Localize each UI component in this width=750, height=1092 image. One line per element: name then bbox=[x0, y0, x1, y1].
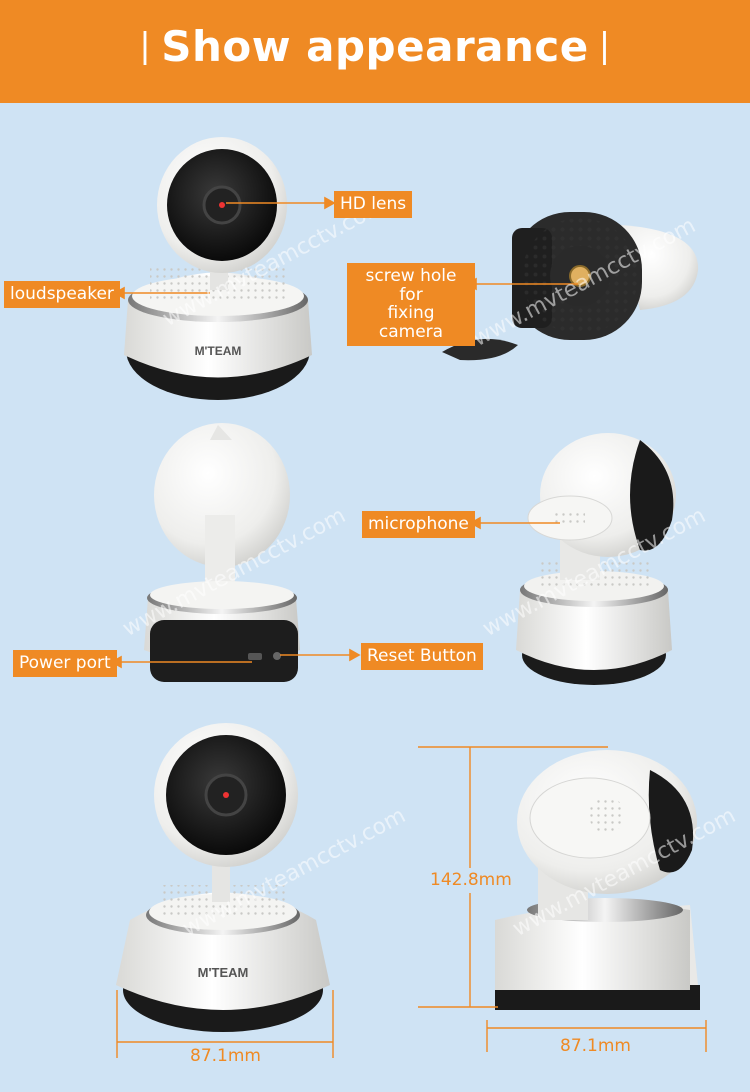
reset-button-label: Reset Button bbox=[361, 643, 483, 670]
screw-hole-label-line2: fixing camera bbox=[378, 303, 444, 343]
brand-logo: M'TEAM bbox=[195, 344, 242, 358]
height-dimension-text: 142.8mm bbox=[430, 870, 512, 890]
camera-side-view-dimension bbox=[495, 750, 700, 1010]
hd-lens-label: HD lens bbox=[334, 191, 413, 218]
page-title-text: Show appearance bbox=[161, 22, 589, 71]
screw-hole-label-line1: screw hole for bbox=[365, 266, 457, 305]
page-title: |Show appearance| bbox=[0, 22, 750, 71]
camera-back-view bbox=[144, 423, 300, 682]
camera-side-view bbox=[516, 433, 676, 685]
camera-front-view-dimension: M'TEAM bbox=[116, 723, 330, 1032]
screw-hole-label: screw hole for fixing camera bbox=[347, 263, 475, 346]
microphone-label: microphone bbox=[362, 511, 475, 538]
width-side-dimension-text: 87.1mm bbox=[560, 1036, 631, 1056]
camera-front-view: M'TEAM bbox=[124, 137, 312, 400]
power-port-label: Power port bbox=[13, 650, 117, 677]
reset-button-hole bbox=[273, 652, 281, 660]
power-port-connector bbox=[248, 653, 262, 660]
header-banner: |Show appearance| bbox=[0, 0, 750, 103]
title-left-bar: | bbox=[139, 26, 152, 66]
title-right-bar: | bbox=[598, 26, 611, 66]
width-front-dimension-text: 87.1mm bbox=[190, 1046, 261, 1066]
brand-logo-2: M'TEAM bbox=[198, 965, 249, 980]
dimension-lines bbox=[116, 746, 707, 1058]
loudspeaker-label: loudspeaker bbox=[4, 281, 120, 308]
camera-bottom-view bbox=[442, 212, 699, 361]
